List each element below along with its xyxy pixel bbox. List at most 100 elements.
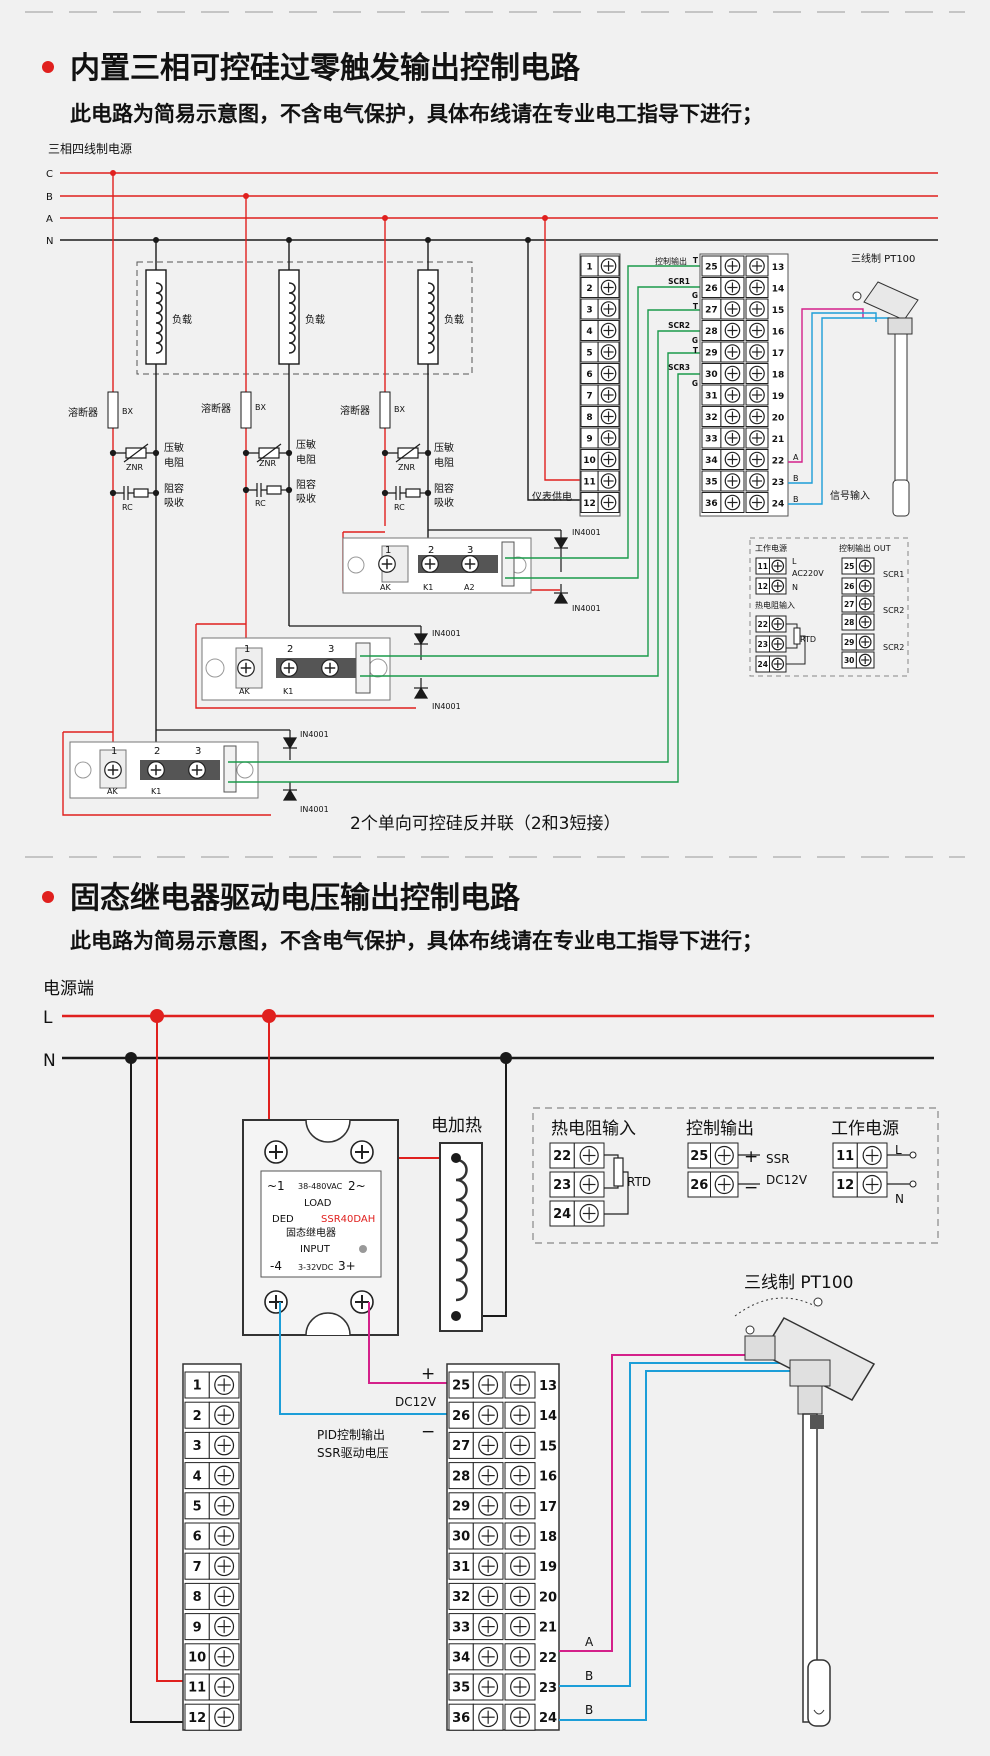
terminal-s1-34: 34	[701, 449, 745, 470]
terminal-s2-36-b	[504, 1703, 536, 1731]
legend2-term-11-label: 11	[836, 1149, 854, 1164]
terminal-s2-30-label: 30	[452, 1530, 470, 1545]
scr-mark-5: G	[692, 336, 698, 345]
terminal-s2-31-label: 31	[452, 1560, 470, 1575]
terminal-s1-9-label: 9	[586, 435, 592, 445]
supply-label-2: 电源端	[43, 979, 94, 999]
wire-a-1: A	[793, 453, 799, 462]
diodes	[156, 529, 569, 801]
line-label-n: N	[43, 1051, 56, 1071]
terminal-s1-27-b	[745, 298, 769, 320]
scr2-pin2: 2	[287, 644, 293, 655]
terminal-s1-10: 10	[580, 449, 620, 470]
terminal-s2-29-b	[504, 1492, 536, 1520]
varistor-label-3a: 压敏	[434, 441, 454, 454]
diode-label-6: IN4001	[300, 805, 329, 814]
legend2-term-11: 11	[832, 1142, 888, 1169]
terminal-s2-27-label: 27	[452, 1439, 470, 1454]
phase-lines: C B A N	[46, 169, 938, 247]
rc-label-2b: 吸收	[296, 492, 316, 505]
varistor-label-2b: 电阻	[296, 453, 316, 466]
terminal-s2-17: 17	[539, 1500, 557, 1515]
terminal-s1-11-label: 11	[583, 478, 596, 488]
terminal-s2-35: 35	[448, 1673, 504, 1701]
heater-label: 电加热	[431, 1116, 482, 1136]
ssr-model: SSR40DAH	[321, 1214, 375, 1225]
legend2-minus: −	[744, 1178, 758, 1198]
legend1-term-22-label: 22	[758, 620, 768, 629]
section1-subtitle: 此电路为简易示意图，不含电气保护，具体布线请在专业电工指导下进行；	[70, 102, 763, 126]
legend1-scr1: SCR1	[883, 570, 904, 579]
terminal-s2-31: 31	[448, 1552, 504, 1580]
pid-label-2: SSR驱动电压	[317, 1446, 389, 1460]
legend2-term-24: 24	[549, 1200, 605, 1227]
legend2-term-26-label: 26	[690, 1178, 708, 1193]
terminal-s2-33: 33	[448, 1613, 504, 1641]
instrument-power-n	[527, 240, 582, 501]
wire-b-2: B	[793, 495, 799, 504]
terminal-s1-1: 1	[580, 255, 620, 277]
terminal-s2-32-b	[504, 1582, 536, 1610]
scr3-pin3: 3	[467, 545, 473, 556]
phase-label-b: B	[46, 192, 53, 203]
terminal-s1-30-label: 30	[705, 370, 718, 380]
legend1-term-26-label: 26	[844, 582, 854, 591]
legend1-term-24: 24	[755, 655, 787, 673]
terminal-s2-33-b	[504, 1613, 536, 1641]
legend1-term-30: 30	[841, 651, 875, 669]
legend1-term-29-label: 29	[844, 638, 854, 647]
terminal-s2-11-label: 11	[188, 1681, 206, 1696]
legend2-l: L	[895, 1143, 902, 1157]
signal-input-label: 信号输入	[830, 489, 870, 502]
terminal-s2-2-label: 2	[193, 1409, 202, 1424]
terminal-s2-4-label: 4	[193, 1469, 202, 1484]
terminal-s1-28-label: 28	[705, 327, 718, 337]
legend1-rtd-input: 热电阻输入	[755, 600, 795, 610]
phase-label-a: A	[46, 214, 53, 225]
legend2-term-12: 12	[832, 1171, 888, 1198]
legend1-term-29: 29	[841, 633, 875, 651]
terminal-s2-30-b	[504, 1522, 536, 1550]
terminal-s2-36: 36	[448, 1703, 504, 1731]
terminal-s1-28: 28	[701, 320, 745, 341]
pt100-wires-1	[788, 308, 890, 505]
terminal-s2-8: 8	[184, 1582, 240, 1610]
terminal-s1-31-label: 31	[705, 392, 718, 402]
varistor-label-1a: 压敏	[164, 441, 184, 454]
terminal-s1-26-b	[745, 277, 769, 298]
rc-label-2a: 阻容	[296, 478, 316, 491]
legend1-term-23-label: 23	[758, 640, 768, 649]
diode-label-5: IN4001	[300, 730, 329, 739]
legend1-term-27-label: 27	[844, 600, 854, 609]
terminal-s2-25: 25	[448, 1371, 504, 1399]
terminal-s1-18: 18	[772, 371, 785, 381]
terminal-s2-16: 16	[539, 1470, 557, 1485]
ssr-load-range: 38-480VAC	[298, 1182, 343, 1191]
terminal-s2-28-b	[504, 1462, 536, 1490]
legend1-rtd: RTD	[800, 635, 816, 644]
terminal-s1-6: 6	[580, 363, 620, 384]
phase-label-c: C	[46, 169, 53, 180]
terminal-s1-35: 35	[701, 470, 745, 492]
fuse-code-3: BX	[394, 405, 405, 414]
ssr-name: 固态继电器	[286, 1226, 336, 1239]
terminal-s2-4: 4	[184, 1462, 240, 1490]
terminal-s1-16: 16	[772, 328, 785, 338]
terminal-s2-18: 18	[539, 1530, 557, 1545]
terminal-s2-2: 2	[184, 1401, 240, 1429]
znr-code-3: ZNR	[398, 463, 415, 472]
legend2-rtd: RTD	[627, 1175, 651, 1189]
terminal-s2-26-label: 26	[452, 1409, 470, 1424]
legend2-term-23-label: 23	[553, 1178, 571, 1193]
terminal-s1-26: 26	[701, 277, 745, 298]
legend2-term-25-label: 25	[690, 1149, 708, 1164]
control-output-label: 控制输出	[655, 256, 687, 266]
scr-mark-8: G	[692, 379, 698, 388]
terminal-s2-5-label: 5	[193, 1499, 202, 1514]
section1-title: 内置三相可控硅过零触发输出控制电路	[70, 51, 581, 86]
dc12v-label: DC12V	[395, 1395, 437, 1409]
terminal-s2-13: 13	[539, 1379, 557, 1394]
